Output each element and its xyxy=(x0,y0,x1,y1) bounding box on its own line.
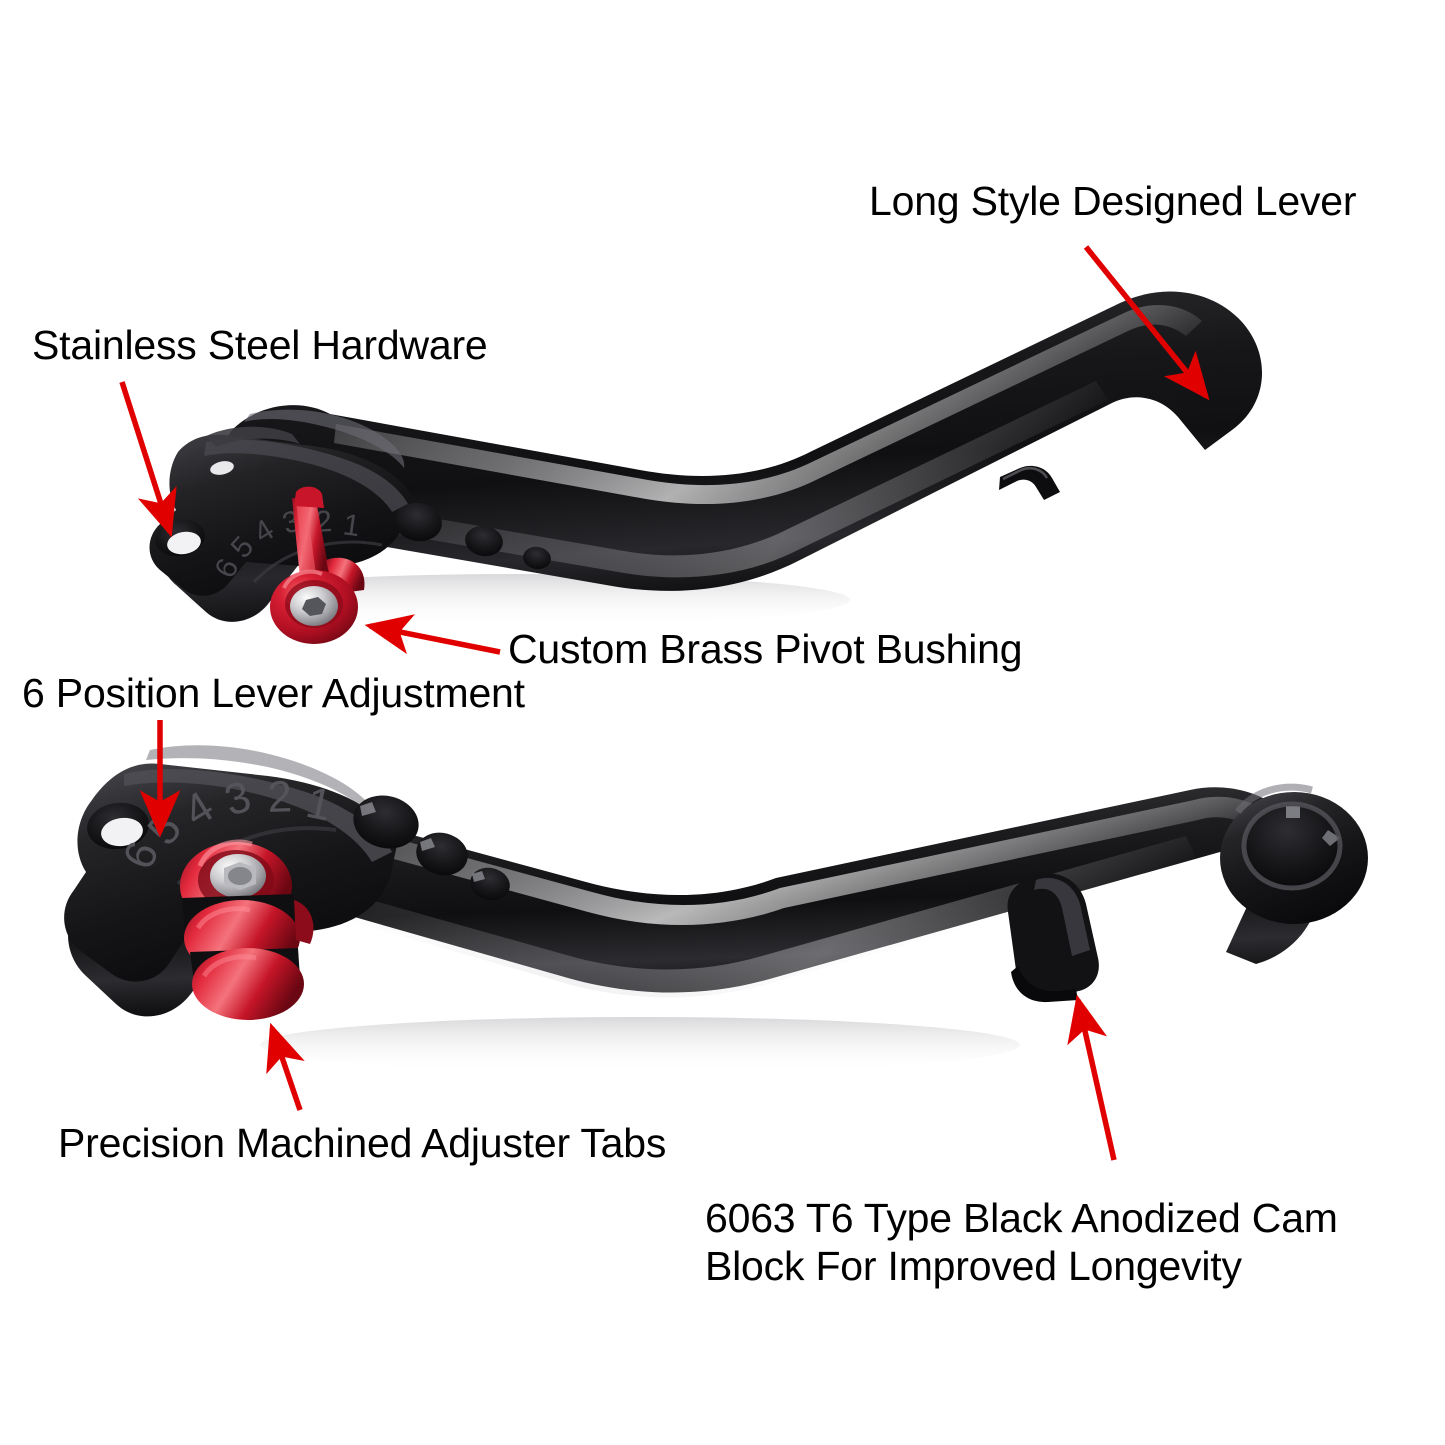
callout-arrows xyxy=(119,245,1210,1161)
lightening-hole-2 xyxy=(465,525,503,557)
upper-lever-cam-block xyxy=(999,465,1060,500)
arrow-stainless-steel-hardware xyxy=(119,381,177,538)
upper-lever: 6 5 4 3 2 1 xyxy=(149,291,1263,644)
lower-lever: 6 5 4 3 2 1 xyxy=(64,745,1368,1073)
upper-lever-head-gloss xyxy=(244,409,405,468)
arrow-precision-machined-adjuster-tabs xyxy=(266,1022,305,1111)
annotation-stainless-steel-hardware: Stainless Steel Hardware xyxy=(32,322,488,368)
arrow-anodized-cam-block xyxy=(1067,994,1117,1161)
lower-lever-tip-keyway xyxy=(1286,806,1300,818)
annotation-six-position-lever-adjustment: 6 Position Lever Adjustment xyxy=(22,670,525,716)
lower-lever-adjuster-tabs xyxy=(180,839,314,1020)
svg-text:2: 2 xyxy=(267,772,293,822)
lightening-hole-1 xyxy=(394,502,442,542)
arrow-long-style-designed-lever xyxy=(1083,245,1210,401)
lightening-hole-3 xyxy=(523,546,551,570)
lower-lever-tip-bore xyxy=(1244,804,1340,888)
annotation-anodized-cam-block: 6063 T6 Type Black Anodized Cam Block Fo… xyxy=(705,1195,1338,1290)
svg-text:1: 1 xyxy=(341,508,362,543)
upper-lever-cam-block-edge xyxy=(1002,466,1049,481)
upper-lever-mount-hole xyxy=(167,531,201,555)
upper-lever-small-hole xyxy=(210,461,234,475)
lower-lever-shadow xyxy=(260,1017,1020,1073)
upper-lever-clamp-ear xyxy=(206,426,300,447)
adjuster-tab-bottom xyxy=(192,948,304,1020)
annotation-long-style-designed-lever: Long Style Designed Lever xyxy=(869,178,1357,224)
arrow-custom-brass-pivot-bushing xyxy=(364,614,501,655)
upper-lever-head-facet xyxy=(204,439,408,512)
lower-lever-tip xyxy=(1220,783,1368,924)
upper-lever-pivot-bushing xyxy=(270,486,365,644)
annotation-precision-machined-adjuster-tabs: Precision Machined Adjuster Tabs xyxy=(58,1120,667,1166)
lower-lever-belly-sheen xyxy=(296,836,1198,998)
lower-lever-cam-block xyxy=(1007,873,1099,1003)
lower-lever-head-facet xyxy=(124,769,392,862)
lower-lever-head-gloss xyxy=(146,745,382,826)
upper-lever-top-highlight xyxy=(334,305,1202,505)
lower-lever-mount-hole xyxy=(101,817,143,847)
upper-lever-hex-socket xyxy=(302,597,326,616)
annotation-custom-brass-pivot-bushing: Custom Brass Pivot Bushing xyxy=(508,626,1023,672)
